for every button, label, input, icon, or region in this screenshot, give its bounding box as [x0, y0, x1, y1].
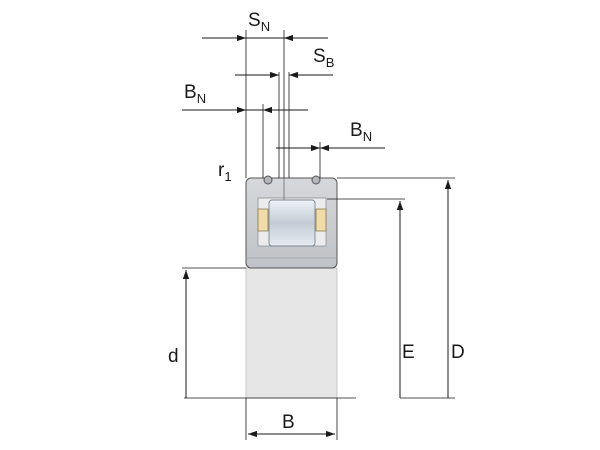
bore-area	[245, 267, 338, 399]
roller	[268, 199, 316, 247]
label-b-n-right: BN	[350, 120, 372, 144]
label-d: d	[168, 346, 179, 367]
lube-hole-left	[263, 175, 273, 185]
label-s-b: SB	[313, 46, 334, 70]
label-r1: r1	[218, 160, 232, 184]
label-e: E	[402, 342, 415, 363]
label-b: B	[282, 412, 295, 433]
extension-lines	[182, 30, 455, 440]
bearing-cross-section	[245, 175, 338, 269]
label-b-n-left: BN	[184, 82, 206, 106]
label-s-n: SN	[248, 10, 270, 34]
label-big-d: D	[451, 342, 465, 363]
cage-left	[257, 208, 269, 232]
cage-right	[315, 208, 327, 232]
lube-hole-right	[311, 175, 321, 185]
